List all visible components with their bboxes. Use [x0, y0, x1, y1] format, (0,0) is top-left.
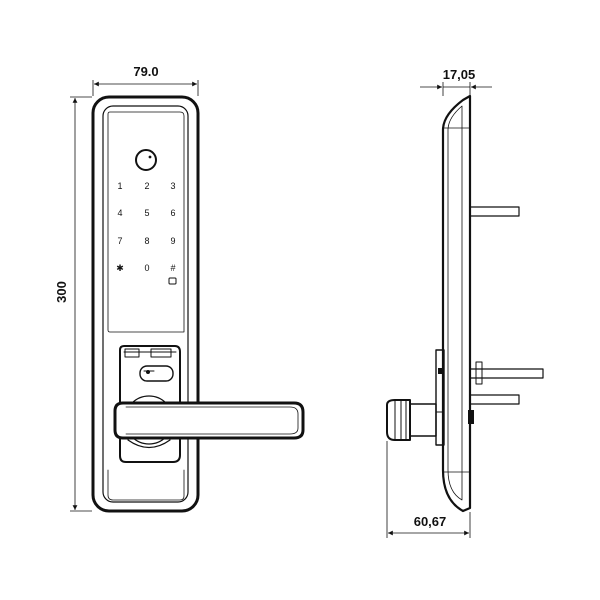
- front-view: [91, 95, 305, 513]
- key-9: 9: [170, 236, 175, 246]
- lower-body-line: [107, 469, 185, 501]
- lever-handle: [113, 401, 305, 440]
- key-star: ✱: [116, 263, 124, 273]
- key-1: 1: [117, 181, 122, 191]
- keypad-glass: [107, 111, 185, 333]
- dim-side-depth-bottom: 60,67: [414, 514, 447, 529]
- lock-inner-panel: [102, 105, 189, 503]
- spindle-lower: [469, 394, 520, 405]
- side-plate: [441, 94, 472, 513]
- lock-outer-body: [91, 95, 200, 513]
- key-8: 8: [144, 236, 149, 246]
- keypad: 1 2 3 4 5 6 7 8 9 ✱ 0 #: [116, 181, 177, 285]
- key-6: 6: [170, 208, 175, 218]
- side-dimensions: [386, 82, 492, 538]
- spindle-middle: [469, 368, 544, 379]
- dim-side-depth-top: 17,05: [443, 67, 476, 82]
- front-dimensions: [70, 80, 199, 512]
- side-view: [386, 94, 544, 513]
- key-2: 2: [144, 181, 149, 191]
- dim-front-width: 79.0: [133, 64, 158, 79]
- key-0: 0: [144, 263, 149, 273]
- key-4: 4: [117, 208, 122, 218]
- side-knob: [386, 399, 411, 441]
- key-3: 3: [170, 181, 175, 191]
- spindle-upper: [469, 206, 520, 217]
- handle-escutcheon: [119, 345, 181, 463]
- lock-glyph-icon: [168, 277, 177, 285]
- dim-front-height: 300: [54, 281, 69, 303]
- key-hash: #: [170, 263, 175, 273]
- key-7: 7: [117, 236, 122, 246]
- key-cover: [139, 365, 174, 382]
- key-5: 5: [144, 208, 149, 218]
- fingerprint-sensor-icon: [135, 149, 157, 171]
